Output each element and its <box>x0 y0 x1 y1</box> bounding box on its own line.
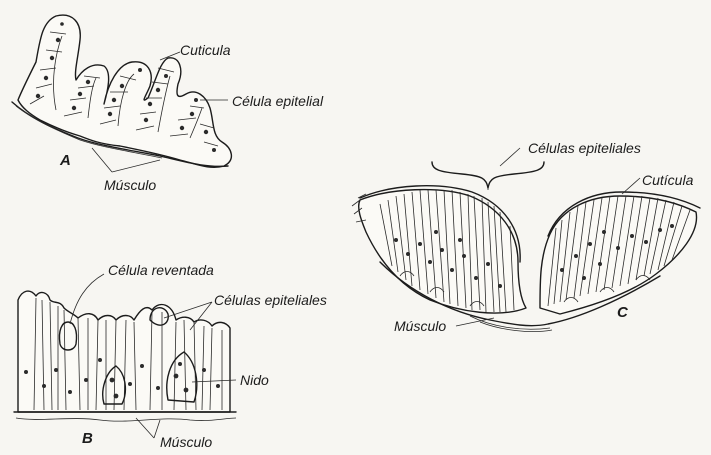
panel-a-muscle-label: Músculo <box>104 177 156 193</box>
panel-b-nest-label: Nido <box>240 372 269 388</box>
panel-a-epithelial-cell-label: Célula epitelial <box>232 93 323 109</box>
panel-c-letter: C <box>617 304 628 321</box>
panel-c-muscle-label: Músculo <box>394 318 446 334</box>
panel-b-muscle-label: Músculo <box>160 434 212 450</box>
panel-b-muscle-fibers <box>16 418 236 421</box>
panel-a-letter: A <box>60 152 71 169</box>
panel-c-brace-leader <box>488 148 520 190</box>
panel-a-cuticle-label: Cuticula <box>180 42 231 58</box>
panel-a-epithelium <box>18 15 231 167</box>
panel-c-cuticle-label: Cutícula <box>642 172 693 188</box>
panel-c-brace <box>432 162 544 188</box>
panel-b-muscle-leader <box>136 418 160 438</box>
panel-b-epithelial-cells-label: Células epiteliales <box>214 292 327 308</box>
panel-b-drawing <box>14 274 236 438</box>
panel-c-epithelial-cells-label: Células epiteliales <box>528 140 641 156</box>
panel-b-letter: B <box>82 430 93 447</box>
panel-a-drawing <box>12 15 231 172</box>
panel-b-burst-cell-label: Célula reventada <box>108 262 214 278</box>
